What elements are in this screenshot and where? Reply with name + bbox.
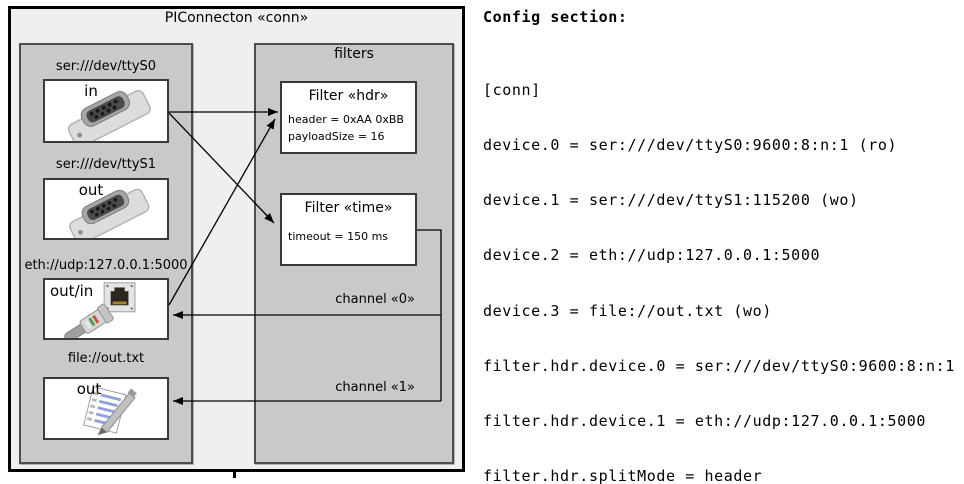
diagram-title: PIConnecton «conn»	[164, 10, 309, 26]
filter-property: timeout = 150 ms	[288, 230, 389, 243]
channel-0-label: channel «0»	[335, 292, 415, 307]
device-label-ttys0: ser:///dev/ttyS0	[55, 59, 157, 74]
pencil-icon	[97, 388, 137, 436]
filters-group-label: filters	[334, 46, 374, 62]
device-box-ttys1: out	[43, 178, 169, 240]
device-mode-label: out	[76, 380, 102, 398]
config-panel: [conn] device.0 = ser:///dev/ttyS0:9600:…	[483, 44, 964, 484]
device-label-ttys1: ser:///dev/ttyS1	[55, 157, 157, 172]
config-line: filter.hdr.device.1 = eth://udp:127.0.0.…	[483, 412, 927, 431]
filter-title: Filter «hdr»	[308, 88, 389, 104]
filter-property: payloadSize = 16	[288, 129, 385, 143]
config-line: device.1 = ser:///dev/ttyS1:115200 (wo)	[483, 191, 859, 210]
config-line: [conn]	[483, 80, 541, 99]
device-mode-label: in	[84, 82, 98, 100]
config-line: device.3 = file://out.txt (wo)	[483, 301, 772, 320]
config-line: device.2 = eth://udp:127.0.0.1:5000	[483, 246, 821, 265]
config-line: device.0 = ser:///dev/ttyS0:9600:8:n:1 (…	[483, 136, 898, 155]
device-mode-label: out	[78, 181, 104, 199]
device-box-eth: out/in	[43, 278, 169, 340]
serial-connector-icon	[67, 90, 151, 141]
channel-1-label: channel «1»	[335, 380, 415, 395]
config-line: filter.hdr.splitMode = header	[483, 467, 763, 484]
device-box-file: out	[43, 377, 169, 440]
device-box-ttys0: in	[43, 79, 169, 143]
device-mode-label: out/in	[50, 282, 94, 300]
serial-connector-icon	[69, 188, 150, 238]
device-label-file: file://out.txt	[67, 351, 145, 366]
ethernet-jack-icon	[63, 282, 136, 338]
config-line: filter.hdr.device.0 = ser:///dev/ttyS0:9…	[483, 356, 955, 375]
frame-bottom-tick	[233, 471, 236, 478]
notepad-icon	[83, 386, 137, 436]
device-label-eth: eth://udp:127.0.0.1:5000	[24, 258, 188, 273]
config-heading: Config section:	[483, 8, 628, 26]
filter-property: header = 0xAA 0xBB	[288, 113, 404, 126]
filter-card-time: Filter «time» timeout = 150 ms	[280, 193, 417, 266]
filter-card-hdr: Filter «hdr» header = 0xAA 0xBB payloadS…	[280, 81, 417, 154]
filter-title: Filter «time»	[304, 200, 393, 216]
